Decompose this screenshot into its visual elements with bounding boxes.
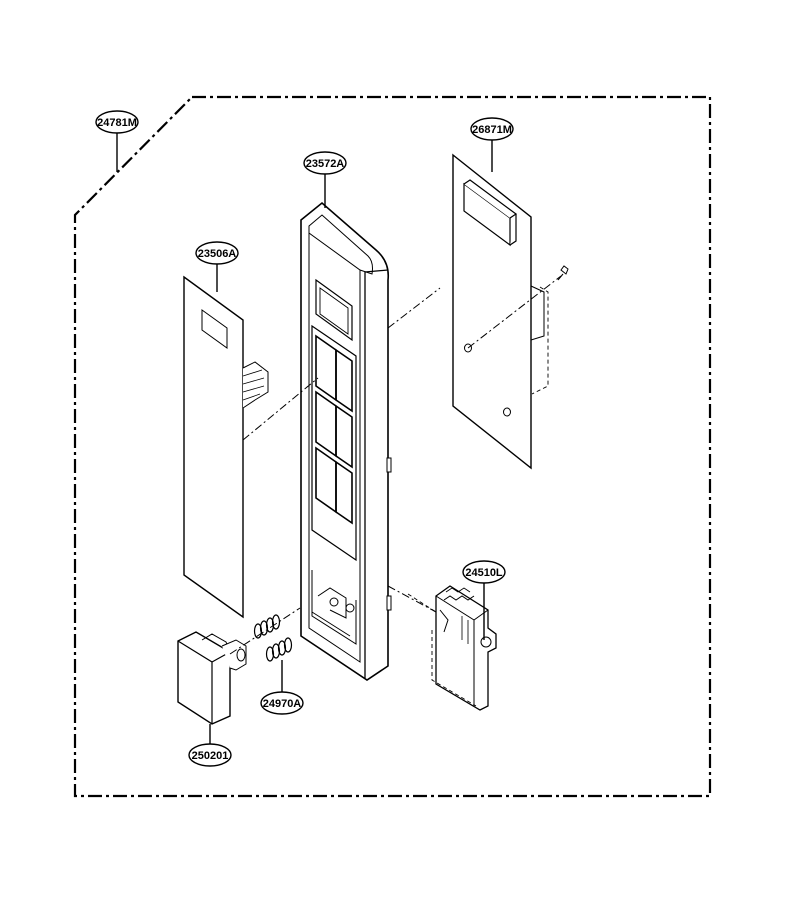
control-panel-frame-part — [300, 201, 392, 681]
label-door-button-text: 250201 — [192, 750, 229, 762]
hidden-lines — [407, 286, 549, 707]
label-membrane-switch: 23506A — [195, 241, 239, 265]
latch-lever-part — [435, 585, 497, 711]
label-assembly: 24781M — [95, 110, 139, 134]
label-door-button: 250201 — [188, 743, 232, 767]
assembly-boundary — [73, 95, 712, 798]
label-latch-lever-text: 24510L — [465, 567, 503, 579]
label-latch-lever: 24510L — [462, 560, 506, 584]
membrane-switch-part — [183, 275, 269, 619]
label-control-panel-frame: 23572A — [303, 151, 347, 175]
label-control-panel-frame-text: 23572A — [306, 158, 345, 170]
door-button-part — [177, 631, 247, 725]
label-pcb-assembly: 26871M — [470, 117, 514, 141]
label-springs: 24970A — [260, 691, 304, 715]
label-pcb-assembly-text: 26871M — [472, 124, 512, 136]
label-assembly-text: 24781M — [97, 117, 137, 129]
pcb-assembly-part — [452, 153, 569, 470]
label-membrane-switch-text: 23506A — [198, 248, 237, 260]
label-springs-text: 24970A — [263, 698, 302, 710]
springs-part — [253, 614, 293, 662]
assembly-guide-lines — [229, 275, 562, 655]
leader-lines — [116, 133, 493, 744]
